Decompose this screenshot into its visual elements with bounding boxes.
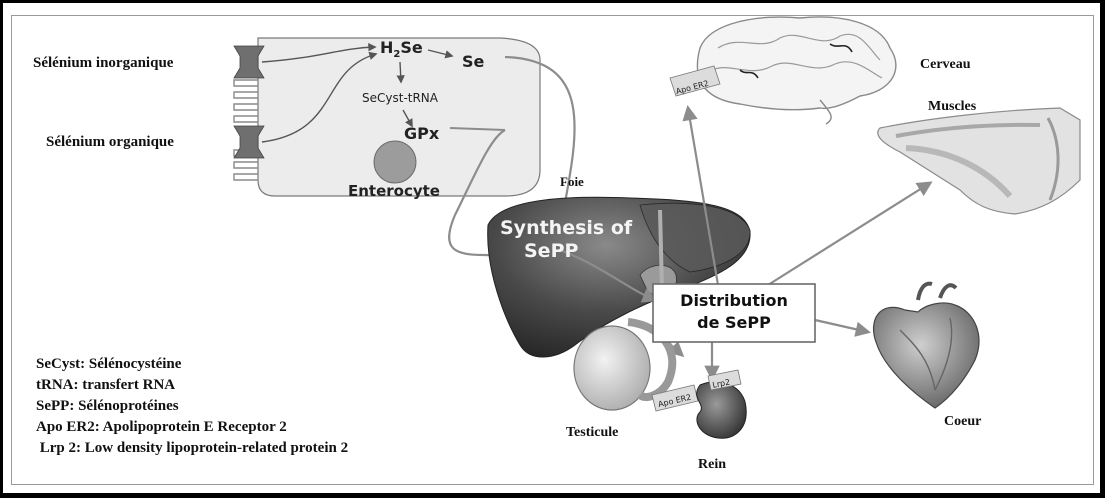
muscles-label: Muscles: [928, 99, 977, 114]
h2se-label: H2Se: [380, 38, 423, 60]
inorganic-selenium-label: Sélénium inorganique: [33, 55, 174, 71]
legend-item: SeCyst: Sélénocystéine: [36, 356, 182, 372]
secyst-trna-label: SeCyst-tRNA: [362, 91, 439, 105]
arrow-h2se-to-secyst: [400, 62, 401, 82]
brain-illustration: [670, 17, 896, 124]
testis-label: Testicule: [566, 425, 618, 440]
enterocyte-nucleus: [374, 141, 416, 183]
synthesis-line-2: SePP: [524, 240, 578, 262]
se-label: Se: [462, 52, 485, 71]
arrow-to-heart: [815, 320, 868, 332]
liver-label: Foie: [560, 174, 584, 189]
legend-item: SePP: Sélénoprotéines: [36, 398, 179, 414]
muscle-illustration: [878, 108, 1080, 214]
organic-selenium-label: Sélénium organique: [46, 134, 174, 150]
enterocyte-label: Enterocyte: [348, 182, 440, 200]
legend: SeCyst: Sélénocystéine tRNA: transfert R…: [36, 356, 348, 456]
heart-label: Coeur: [944, 414, 981, 429]
legend-item: Lrp 2: Low density lipoprotein-related p…: [36, 440, 348, 456]
heart-illustration: [874, 284, 979, 408]
legend-item: tRNA: transfert RNA: [36, 377, 175, 393]
legend-item: Apo ER2: Apolipoprotein E Receptor 2: [36, 419, 287, 435]
distribution-line-1: Distribution: [680, 291, 788, 310]
kidney-label: Rein: [698, 457, 726, 472]
liver-vessel: [660, 210, 662, 290]
distribution-box: Distribution de SePP: [653, 284, 815, 342]
arrow-to-muscles: [768, 183, 930, 285]
enterocyte-panel: [234, 38, 540, 196]
synthesis-line-1: Synthesis of: [500, 217, 633, 239]
gpx-label: GPx: [404, 124, 440, 143]
brain-label: Cerveau: [920, 57, 971, 72]
distribution-line-2: de SePP: [697, 313, 771, 332]
